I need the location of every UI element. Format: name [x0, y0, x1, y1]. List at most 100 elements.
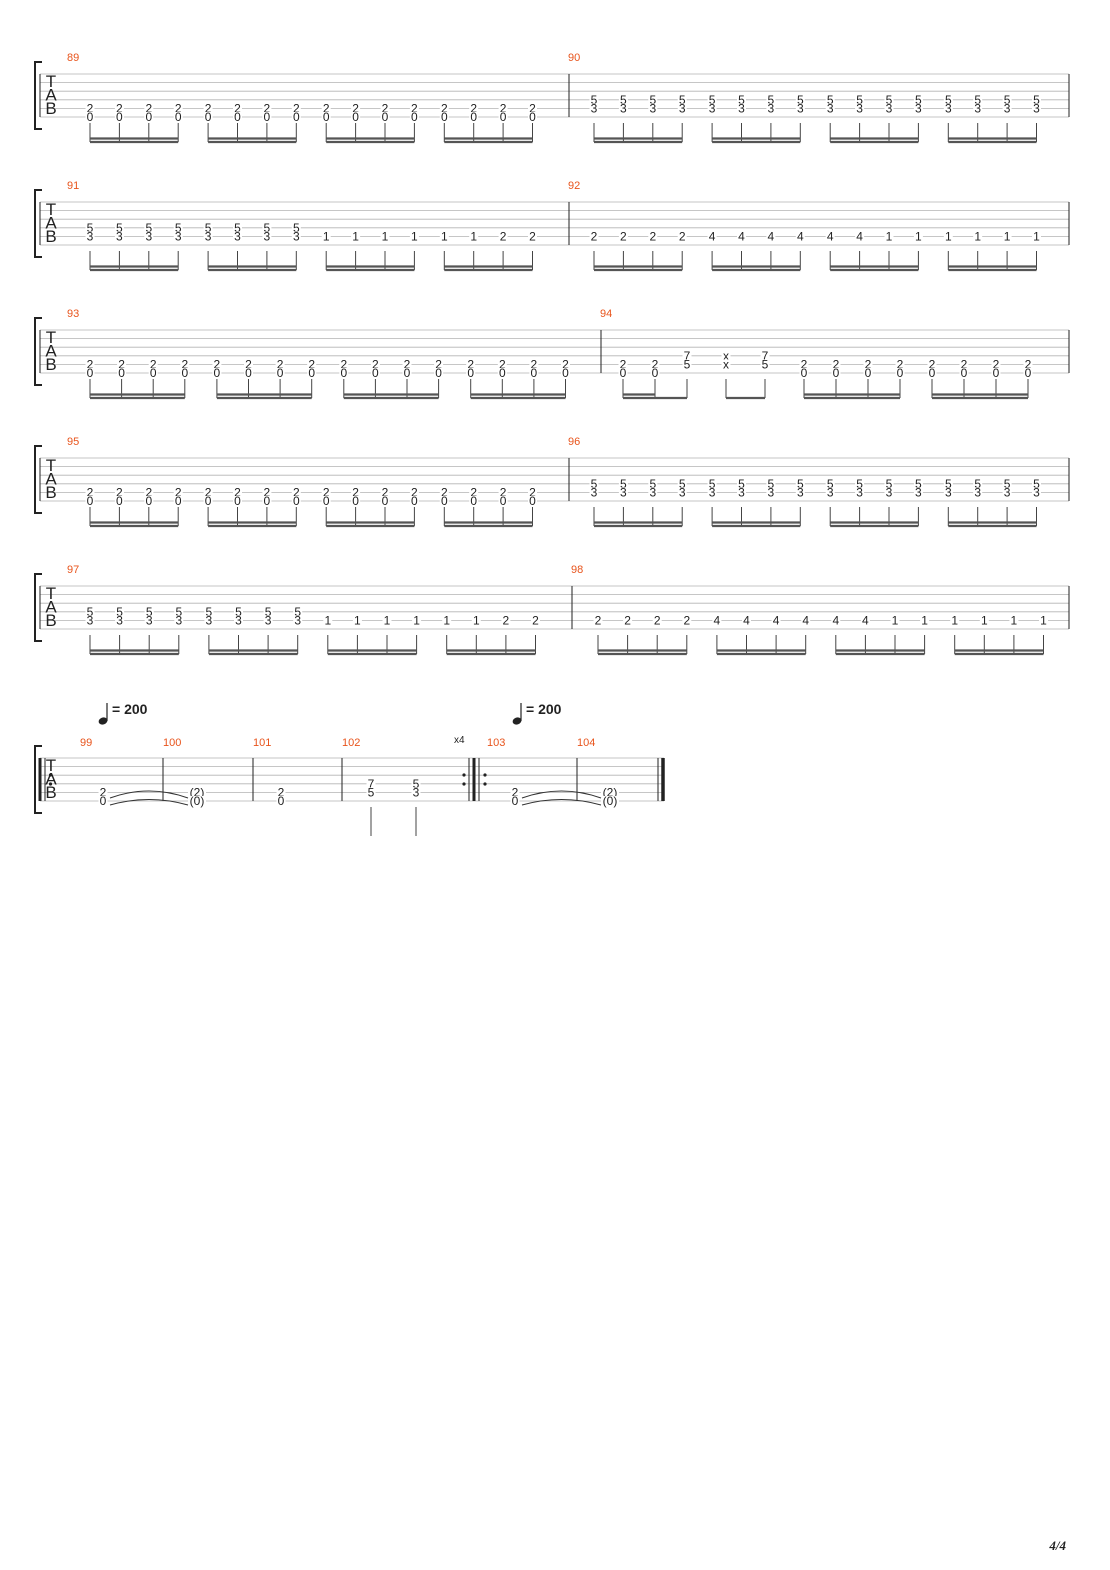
fret-background — [498, 496, 508, 506]
fret-background — [618, 94, 628, 105]
fret-background — [799, 368, 809, 378]
fret-number: 5 — [945, 477, 952, 491]
fret-background — [561, 359, 570, 370]
fret-number: 2 — [87, 357, 94, 371]
fret-number: 0 — [352, 494, 359, 508]
fret-background — [677, 478, 687, 489]
fret-background — [173, 112, 183, 122]
fret-number: 4 — [773, 613, 780, 627]
fret-number: 3 — [116, 229, 123, 243]
fret-number: 0 — [993, 366, 1000, 380]
system-bracket — [34, 573, 42, 642]
fret-background — [737, 478, 746, 489]
fret-number: 2 — [340, 357, 347, 371]
fret-background — [321, 496, 331, 506]
fret-background — [863, 359, 873, 370]
fret-background — [409, 103, 419, 114]
fret-background — [434, 359, 444, 370]
fret-background — [618, 478, 628, 489]
fret-background — [863, 368, 873, 378]
fret-number: 0 — [897, 366, 904, 380]
fret-background — [510, 796, 520, 806]
fret-background — [825, 103, 835, 114]
fret-number: 5 — [974, 477, 981, 491]
tie-arc — [521, 790, 602, 799]
fret-background — [466, 359, 476, 370]
fret-background — [1002, 103, 1012, 114]
fret-number: 0 — [620, 366, 627, 380]
fret-number: 2 — [323, 485, 330, 499]
fret-number: 3 — [620, 101, 627, 115]
fret-number: 3 — [945, 101, 952, 115]
fret-background — [439, 487, 449, 498]
fret-background — [498, 112, 508, 122]
tab-clef-letter: T — [46, 200, 56, 219]
fret-number: 5 — [116, 221, 123, 235]
fret-number: 2 — [531, 357, 538, 371]
fret-background — [117, 368, 127, 378]
fret-background — [85, 368, 95, 378]
fret-number: 5 — [175, 221, 182, 235]
tab-clef-letter: T — [46, 756, 56, 775]
fret-background — [529, 359, 539, 370]
fret-background — [469, 231, 479, 242]
fret-background — [203, 231, 213, 242]
fret-number: 2 — [150, 357, 157, 371]
fret-background — [263, 615, 273, 626]
fret-number: 2 — [441, 101, 448, 115]
fret-number: 3 — [974, 485, 981, 499]
fret-background — [144, 222, 154, 233]
fret-background — [737, 103, 746, 114]
fret-number: 0 — [340, 366, 347, 380]
fret-background — [411, 787, 421, 798]
fret-background — [766, 94, 776, 105]
system-bracket — [34, 745, 42, 814]
fret-number: 2 — [87, 485, 94, 499]
fret-background — [173, 487, 183, 498]
fret-number: 3 — [294, 613, 301, 627]
fret-number: 2 — [591, 229, 598, 243]
fret-number: 2 — [293, 485, 300, 499]
fret-background — [85, 222, 95, 233]
fret-number: 5 — [205, 221, 212, 235]
fret-number: 2 — [1025, 357, 1032, 371]
fret-number: 3 — [146, 613, 153, 627]
fret-number: x — [723, 349, 729, 363]
fret-number: 2 — [411, 101, 418, 115]
fret-number: 0 — [529, 110, 536, 124]
fret-background — [188, 787, 206, 798]
fret-background — [973, 231, 983, 242]
fret-background — [144, 615, 154, 626]
measure-number: 96 — [568, 436, 580, 448]
fret-number: 2 — [679, 229, 686, 243]
fret-background — [439, 112, 449, 122]
fret-background — [339, 359, 349, 370]
fret-number: 3 — [206, 613, 213, 627]
fret-number: 3 — [649, 101, 656, 115]
fret-number: 1 — [413, 613, 420, 627]
fret-background — [528, 112, 537, 122]
fret-background — [351, 496, 361, 506]
fret-background — [275, 359, 285, 370]
fret-background — [712, 615, 722, 626]
fret-number: 5 — [827, 93, 834, 107]
fret-background — [831, 359, 841, 370]
fret-number: 5 — [856, 477, 863, 491]
fret-number: 5 — [827, 477, 834, 491]
fret-number: 5 — [1004, 477, 1011, 491]
fret-number: 3 — [87, 229, 94, 243]
measure-number: 95 — [67, 436, 79, 448]
fret-background — [380, 487, 390, 498]
fret-number: 5 — [856, 93, 863, 107]
fret-background — [1032, 103, 1041, 114]
fret-background — [682, 350, 692, 361]
fret-background — [291, 103, 301, 114]
fret-background — [510, 787, 520, 798]
fret-number: 0 — [411, 494, 418, 508]
fret-background — [148, 368, 158, 378]
fret-background — [291, 496, 301, 506]
fret-background — [766, 231, 776, 242]
fret-background — [291, 222, 301, 233]
fret-background — [737, 231, 746, 242]
fret-background — [801, 615, 811, 626]
